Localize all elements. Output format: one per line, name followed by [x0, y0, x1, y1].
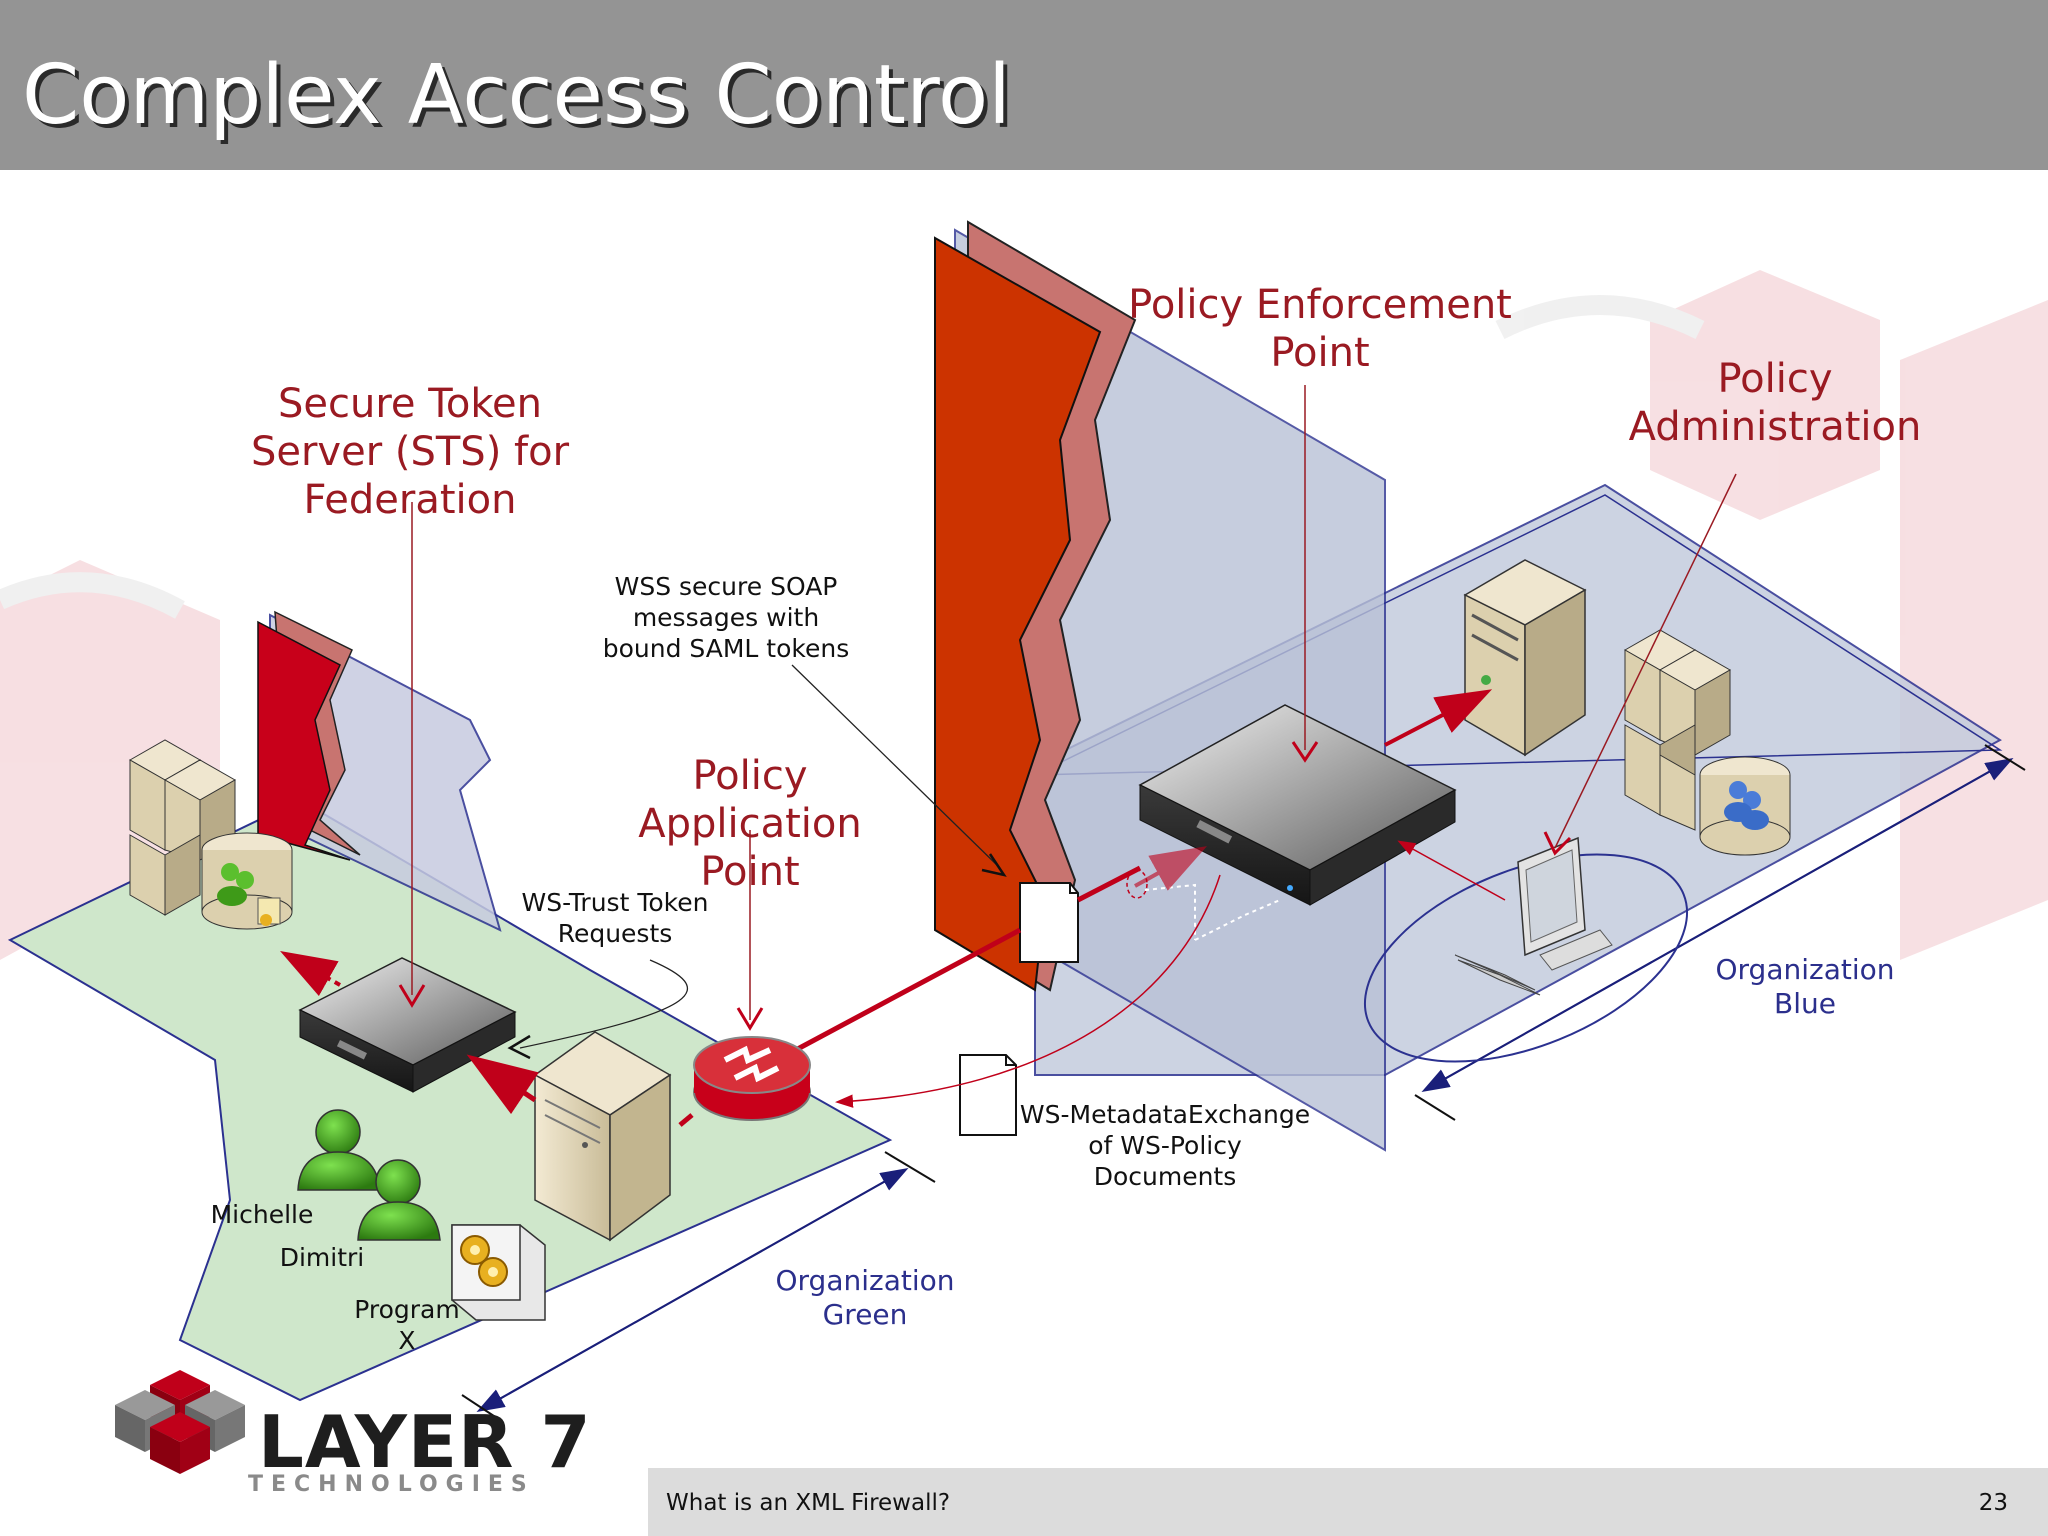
pap-router	[693, 1036, 811, 1121]
pap-label: Policy Application Point	[638, 753, 862, 895]
pep-firewall	[934, 236, 1102, 992]
org-green-label: Organization Green	[775, 1264, 955, 1331]
layer7-logo-icon	[115, 1370, 245, 1474]
michelle-label: Michelle	[210, 1200, 314, 1229]
program-x-label: Program X	[354, 1295, 460, 1355]
metadata-document	[959, 1054, 1017, 1136]
layer7-logo-word: LAYER 7	[258, 1400, 592, 1484]
dimitri-label: Dimitri	[279, 1243, 365, 1272]
org-blue-label: Organization Blue	[1715, 953, 1895, 1020]
ws-trust-label: WS-Trust Token Requests	[521, 888, 709, 948]
wss-label: WSS secure SOAP messages with bound SAML…	[602, 572, 850, 663]
person-dimitri	[357, 1159, 441, 1241]
policy-administration-label: Policy Administration	[1628, 356, 1922, 450]
soap-document	[1019, 882, 1079, 963]
pep-appliance	[1138, 704, 1457, 906]
page-number: 23	[1978, 1490, 2008, 1516]
layer7-logo-sub: TECHNOLOGIES	[248, 1472, 535, 1497]
title-bar: Complex Access Control	[0, 0, 2048, 170]
green-tower-server	[533, 1031, 672, 1242]
org-blue-ellipse	[1363, 853, 1689, 1063]
watermark	[0, 270, 2048, 960]
database-green	[201, 832, 293, 930]
slide-title: Complex Access Control	[22, 48, 1011, 143]
footer-title: What is an XML Firewall?	[666, 1490, 951, 1516]
program-x-icon	[451, 1224, 546, 1321]
footer-bar: What is an XML Firewall? 23	[648, 1468, 2048, 1536]
sts-appliance	[298, 957, 517, 1093]
database-blue	[1699, 756, 1791, 856]
sts-server-cluster	[128, 739, 237, 916]
server-cluster	[1623, 629, 1732, 831]
pep-label: Policy Enforcement Point	[1128, 282, 1512, 376]
ws-metadata-label: WS-MetadataExchange of WS-Policy Documen…	[1019, 1100, 1311, 1191]
sts-label: Secure Token Server (STS) for Federation	[250, 381, 570, 523]
tower-server-large	[1463, 559, 1587, 757]
admin-workstation	[1454, 836, 1613, 996]
